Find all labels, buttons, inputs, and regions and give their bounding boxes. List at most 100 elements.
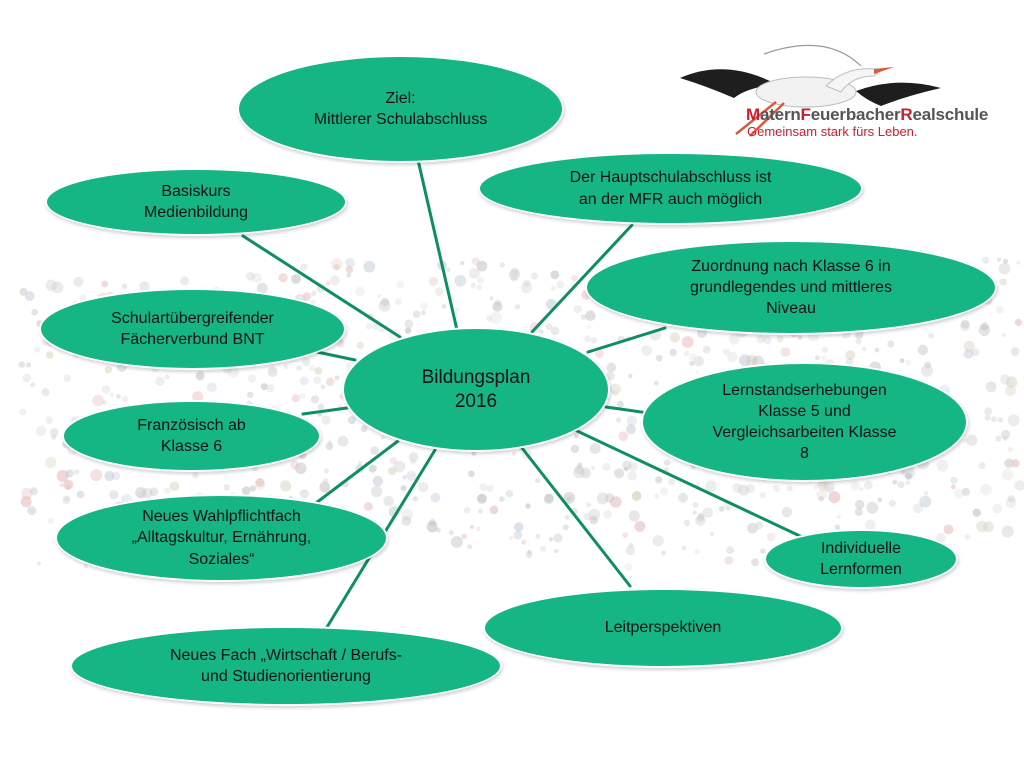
crowd-dot [76,490,85,499]
crowd-dot [996,257,1002,262]
crowd-dot [155,376,165,386]
crowd-dot [380,297,390,307]
crowd-dot [1000,429,1011,440]
crowd-dot [1000,374,1011,385]
crowd-dot [30,487,38,496]
crowd-dot [762,335,772,345]
crowd-dot [322,478,329,484]
crowd-dot [655,476,662,483]
crowd-dot [622,532,629,538]
crowd-dot [663,459,671,466]
crowd-dot [468,470,475,478]
crowd-dot [110,392,115,397]
crowd-dot [448,530,454,536]
node-basiskurs-text: Basiskurs Medienbildung [143,182,249,221]
crowd-dot [63,479,74,490]
crowd-dot [45,279,57,291]
crowd-dot [388,466,397,476]
crowd-dot [35,425,47,437]
crowd-dot [661,550,666,556]
crowd-dot [164,374,170,380]
crowd-dot [102,400,107,405]
crowd-dot [334,375,340,381]
link-leitperspektiven [520,446,632,588]
crowd-dot [950,476,958,484]
crowd-dot [317,403,324,410]
crowd-dot [135,487,147,499]
crowd-dot [976,520,988,532]
crowd-dot [324,468,330,474]
crowd-dot [400,485,407,492]
crowd-dot [24,291,35,301]
crowd-dot [59,483,64,488]
crowd-dot [246,271,256,281]
crowd-dot [505,490,513,498]
crowd-dot [786,485,793,492]
crowd-dot [641,345,653,356]
crowd-dot [1005,385,1017,397]
crowd-dot [728,333,740,345]
crowd-dot [337,340,345,348]
crowd-dot [828,491,841,504]
logo-slogan: Gemeinsam stark fürs Leben. [747,124,918,139]
crowd-dot [683,350,690,357]
crowd-dot [722,348,730,356]
crowd-dot [331,258,343,270]
crowd-dot [603,510,612,519]
crowd-dot [255,478,265,487]
logo-name-cap-3: R [900,105,913,124]
crowd-dot [634,520,646,532]
crowd-dot [563,492,576,504]
link-franzoesisch [301,406,349,416]
crowd-dot [463,506,471,514]
crowd-dot [121,396,128,403]
crowd-dot [30,382,36,388]
crowd-dot [1014,480,1024,491]
crowd-dot [195,371,205,381]
crowd-dot [530,272,539,280]
crowd-dot [430,492,441,503]
crowd-dot [141,487,153,499]
crowd-dot [855,330,864,340]
crowd-dot [556,280,565,289]
crowd-dot [695,515,706,526]
crowd-dot [525,551,533,558]
crowd-dot [469,268,480,279]
crowd-dot [654,476,663,484]
crowd-dot [410,458,416,465]
crowd-dot [653,380,659,386]
crowd-dot [982,256,990,264]
crowd-dot [420,310,426,316]
crowd-dot [508,269,520,281]
crowd-dot [580,467,591,479]
crowd-dot [553,533,563,543]
crowd-dot [311,290,317,297]
crowd-dot [314,367,323,375]
crowd-dot [966,434,978,446]
crowd-dot [494,299,502,307]
crowd-dot [31,308,38,316]
link-bnt [315,350,357,362]
crowd-dot [610,496,622,508]
crowd-dot [266,384,275,393]
crowd-dot [56,470,69,482]
node-franzoesisch-text: Französisch ab Klasse 6 [137,416,246,455]
crowd-dot [855,338,862,345]
crowd-dot [780,347,791,357]
crowd-dot [960,319,970,329]
crowd-dot [972,508,981,517]
crowd-dot [755,521,764,530]
crowd-dot [1016,260,1021,265]
crowd-dot [654,493,660,499]
crowd-dot [961,488,971,497]
crowd-dot [241,486,251,496]
crowd-dot [164,487,171,494]
crowd-dot [364,502,373,511]
crowd-dot [588,508,601,521]
crowd-dot [900,470,905,475]
crowd-dot [821,346,829,353]
node-lernstand-text: Lernstandserhebungen Klasse 5 und Vergle… [712,381,897,463]
crowd-dot [606,362,616,373]
crowd-dot [738,484,749,496]
crowd-dot [254,479,266,490]
